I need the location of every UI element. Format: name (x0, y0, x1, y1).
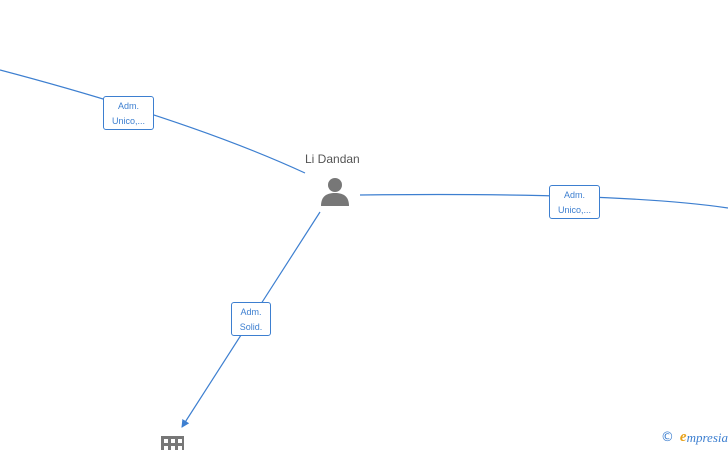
brand-initial: e (679, 429, 687, 445)
relation-label-line2: Unico,... (111, 116, 145, 126)
brand-name: mpresia (686, 429, 728, 445)
building-icon[interactable] (161, 436, 184, 450)
person-icon[interactable] (321, 178, 349, 206)
relation-label-line1: Adm. (240, 307, 262, 317)
relation-label-right[interactable]: Adm. Unico,... (549, 185, 600, 219)
copyright-icon: © (660, 430, 674, 445)
relation-label-line1: Adm. (563, 190, 585, 200)
relation-label-line2: Unico,... (557, 205, 591, 215)
edge-top-left (0, 69, 306, 174)
relation-label-line1: Adm. (117, 101, 139, 111)
empresia-watermark[interactable]: © e mpresia (661, 429, 728, 446)
person-name[interactable]: Li Dandan (305, 152, 360, 166)
relation-label-line2: Solid. (239, 322, 263, 332)
relation-label-company[interactable]: Adm. Solid. (231, 302, 271, 336)
edge-right (359, 193, 728, 209)
relation-label-top-left[interactable]: Adm. Unico,... (103, 96, 154, 130)
